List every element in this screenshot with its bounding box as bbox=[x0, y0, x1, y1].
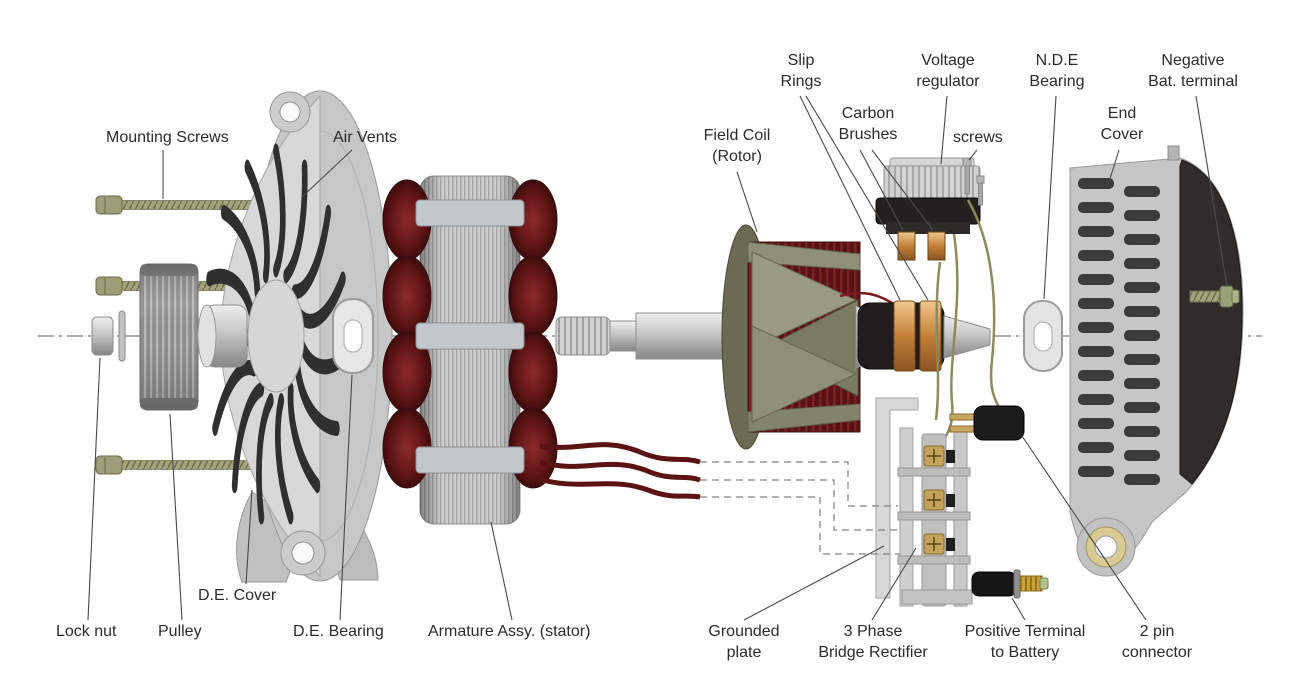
nde-bearing bbox=[1023, 300, 1063, 372]
regulator-screws bbox=[962, 157, 985, 206]
end-cover bbox=[1069, 145, 1244, 577]
slip-rings bbox=[857, 300, 991, 372]
dashed-wire-links bbox=[700, 461, 900, 555]
de-cover bbox=[197, 90, 393, 583]
positive-battery-terminal bbox=[971, 569, 1049, 599]
two-pin-connector bbox=[949, 405, 1025, 441]
leader-lines bbox=[87, 95, 1228, 621]
rectifier-diodes bbox=[923, 445, 955, 555]
bridge-rectifier bbox=[897, 427, 973, 607]
grounded-plate bbox=[875, 397, 919, 599]
negative-battery-terminal bbox=[1189, 285, 1240, 308]
stator-wires bbox=[535, 442, 701, 500]
stator-armature bbox=[382, 175, 701, 525]
pulley bbox=[139, 263, 199, 411]
wiring-harness bbox=[934, 199, 1002, 441]
lock-nut bbox=[91, 310, 126, 362]
rotor-shaft bbox=[555, 305, 749, 367]
de-bearing bbox=[332, 298, 374, 374]
voltage-regulator bbox=[883, 157, 981, 201]
carbon-brushes bbox=[875, 197, 981, 261]
